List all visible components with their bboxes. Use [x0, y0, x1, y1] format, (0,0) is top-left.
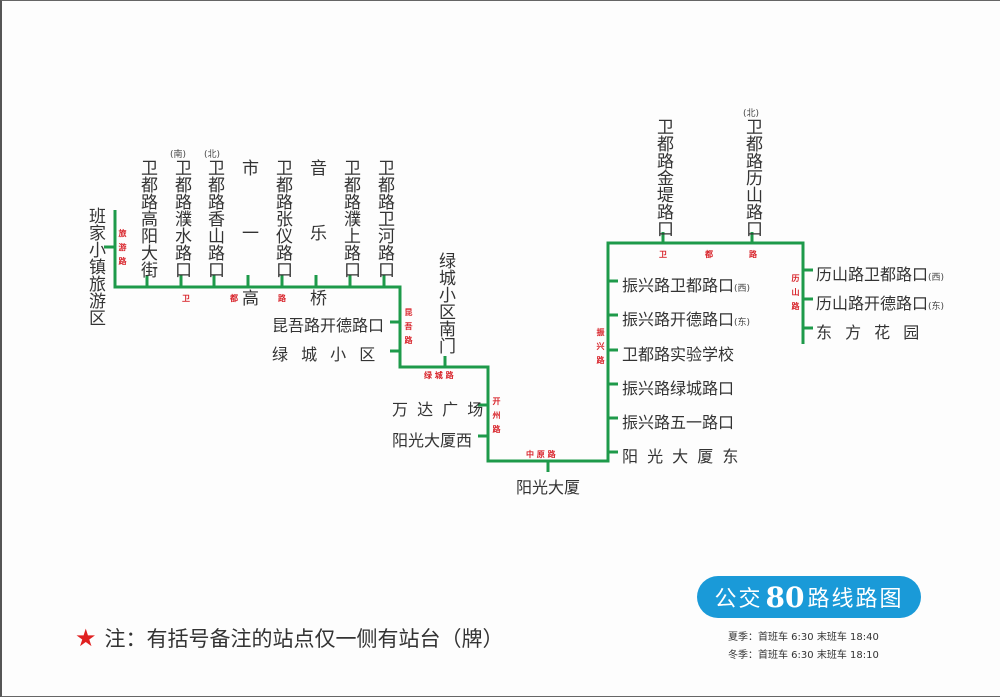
- road-label-lvcheng: 绿 城 路: [424, 371, 454, 380]
- title-suffix: 路线路图: [807, 587, 904, 612]
- stop-zx-3: 卫都路实验学校: [622, 345, 735, 364]
- stop-zx-1: 振兴路卫都路口(西): [622, 276, 751, 295]
- road-label-weidu-e3: 路: [749, 250, 757, 259]
- stop-top-7: 卫都路濮上路口: [340, 159, 360, 278]
- road-label-zhenxing: 振兴路: [596, 328, 605, 370]
- stop-top-4: 市 一 高: [238, 159, 258, 320]
- road-label-kaizhou: 开州路: [492, 397, 501, 439]
- stop-top-2: 卫都路濮水路口: [171, 159, 191, 278]
- star-icon: ★: [75, 624, 97, 652]
- stop-top-3-note: (北): [204, 150, 221, 160]
- road-label-weidu-2: 都: [230, 294, 238, 303]
- stop-ls-1: 历山路卫都路口(西): [816, 265, 945, 284]
- stop-top-2-note: (南): [170, 150, 187, 160]
- road-label-tourism: 旅游路: [118, 229, 127, 271]
- road-label-lishan: 历山路: [791, 274, 800, 316]
- schedule-summer: 夏季：首班车 6:30 末班车 18:40: [728, 632, 879, 643]
- stop-zx-6: 阳 光 大 厦 东: [622, 447, 741, 466]
- title-prefix: 公交: [714, 587, 763, 612]
- route-number: 80: [765, 580, 805, 614]
- stop-zx-4: 振兴路绿城路口: [622, 379, 735, 398]
- stop-jindi: 卫都路金堤路口: [653, 118, 673, 237]
- road-label-weidu-1: 卫: [182, 294, 190, 303]
- footnote-text: 注：有括号备注的站点仅一侧有站台（牌）: [104, 627, 504, 651]
- stop-sunshine: 阳光大厦: [516, 478, 581, 497]
- stop-top-5: 卫都路张仪路口: [272, 159, 292, 278]
- stop-sunshine-west: 阳光大厦西: [392, 431, 473, 450]
- stop-lishan-weidu: 卫都路历山路口: [742, 118, 762, 237]
- road-label-weidu-e2: 都: [705, 250, 713, 259]
- stop-wanda: 万 达 广 场: [392, 400, 486, 419]
- stop-lishan-north-note: (北): [743, 109, 760, 119]
- road-label-weidu-e1: 卫: [659, 250, 667, 259]
- stop-top-1: 卫都路高阳大街: [137, 159, 157, 278]
- schedule-winter: 冬季：首班车 6:30 末班车 18:10: [728, 650, 879, 661]
- stop-top-8: 卫都路卫河路口: [374, 159, 394, 278]
- stop-kunwu-kaide: 昆吾路开德路口: [272, 316, 385, 335]
- stop-zx-5: 振兴路五一路口: [622, 413, 735, 432]
- road-label-zhongyuan: 中 原 路: [526, 450, 556, 459]
- stop-start: 班家小镇旅游区: [85, 207, 105, 326]
- stop-top-3: 卫都路香山路口: [204, 159, 224, 278]
- stop-lvcheng: 绿 城 小 区: [272, 345, 380, 364]
- footnote: ★ 注：有括号备注的站点仅一侧有站台（牌）: [75, 623, 504, 653]
- stop-top-6: 音 乐 桥: [306, 159, 326, 320]
- stop-ls-3: 东 方 花 园: [816, 323, 924, 342]
- road-label-weidu-3: 路: [278, 294, 286, 303]
- stop-lvcheng-south-gate: 绿城小区南门: [435, 252, 455, 354]
- stop-ls-2: 历山路开德路口(东): [816, 294, 945, 313]
- stop-zx-2: 振兴路开德路口(东): [622, 310, 751, 329]
- road-label-kunwu: 昆吾路: [404, 308, 413, 350]
- route-title-badge: 公交 80 路线路图: [697, 576, 921, 618]
